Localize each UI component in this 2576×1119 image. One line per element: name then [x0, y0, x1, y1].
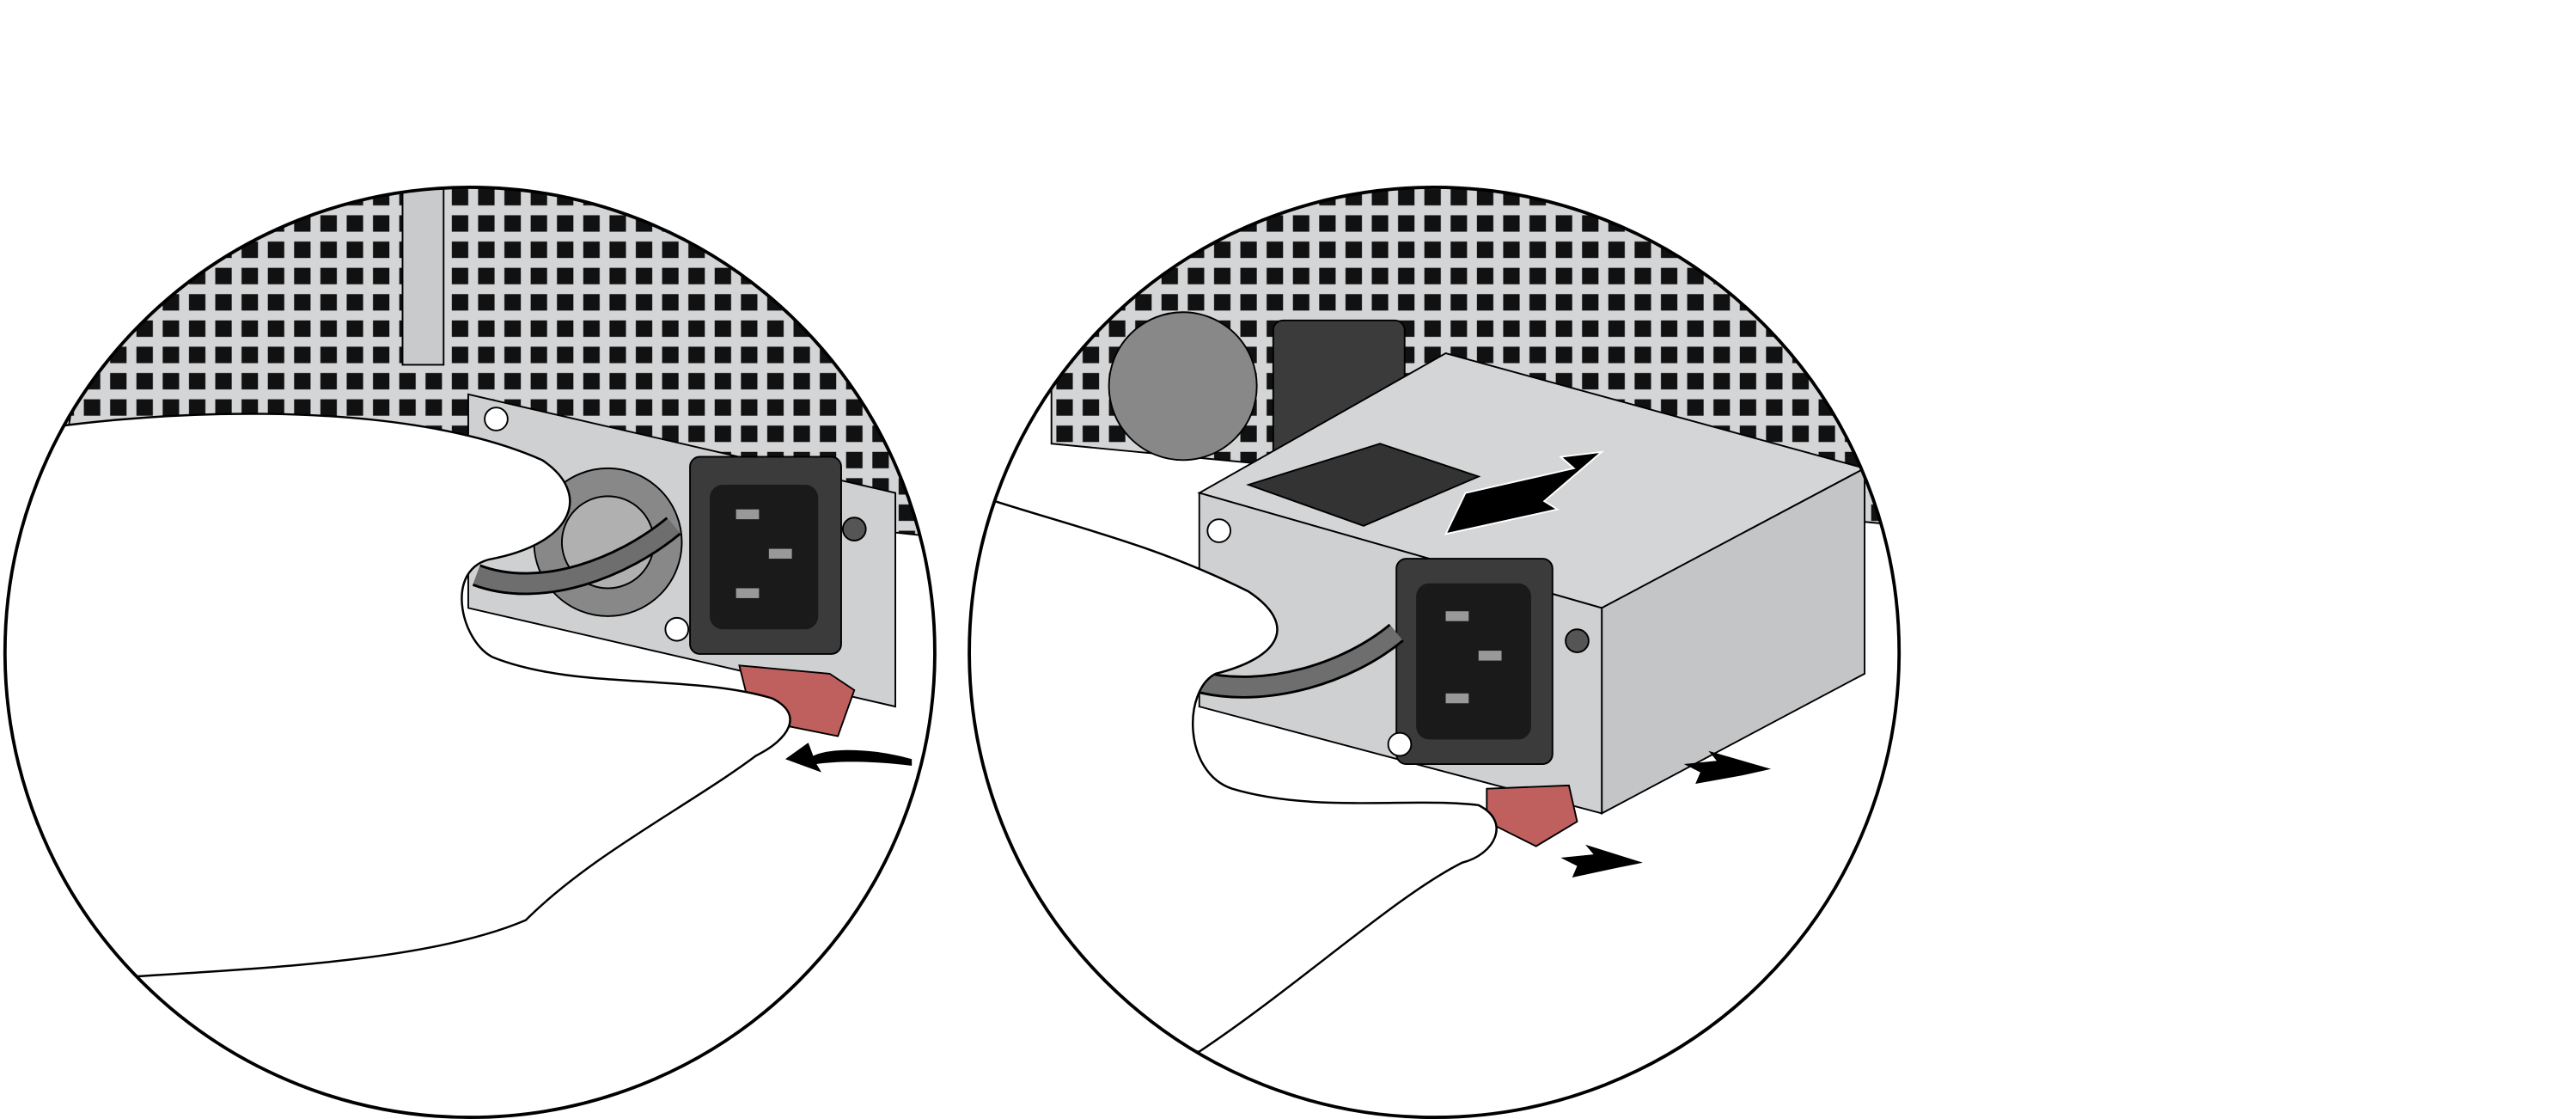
screw-icon [664, 616, 690, 642]
fan [1108, 311, 1258, 462]
led-indicator [1565, 628, 1590, 653]
led-indicator [841, 517, 867, 541]
handle-recess [1246, 443, 1481, 527]
push-arrow-icon [784, 743, 913, 773]
push-arrow-icon [1560, 844, 1643, 877]
screw-icon [1206, 518, 1232, 543]
chassis-slot-divider [401, 186, 445, 366]
panel-pull-power-supply [969, 186, 1900, 1118]
screw-icon [1387, 731, 1413, 757]
screw-icon [484, 407, 509, 431]
power-socket [710, 485, 819, 630]
power-socket [1416, 583, 1531, 740]
panel-remove-power-cord [4, 186, 935, 1118]
hand [969, 491, 1498, 1053]
push-arrow-icon [1683, 750, 1772, 784]
direction-arrow-icon [1444, 450, 1605, 535]
hand [4, 413, 791, 988]
